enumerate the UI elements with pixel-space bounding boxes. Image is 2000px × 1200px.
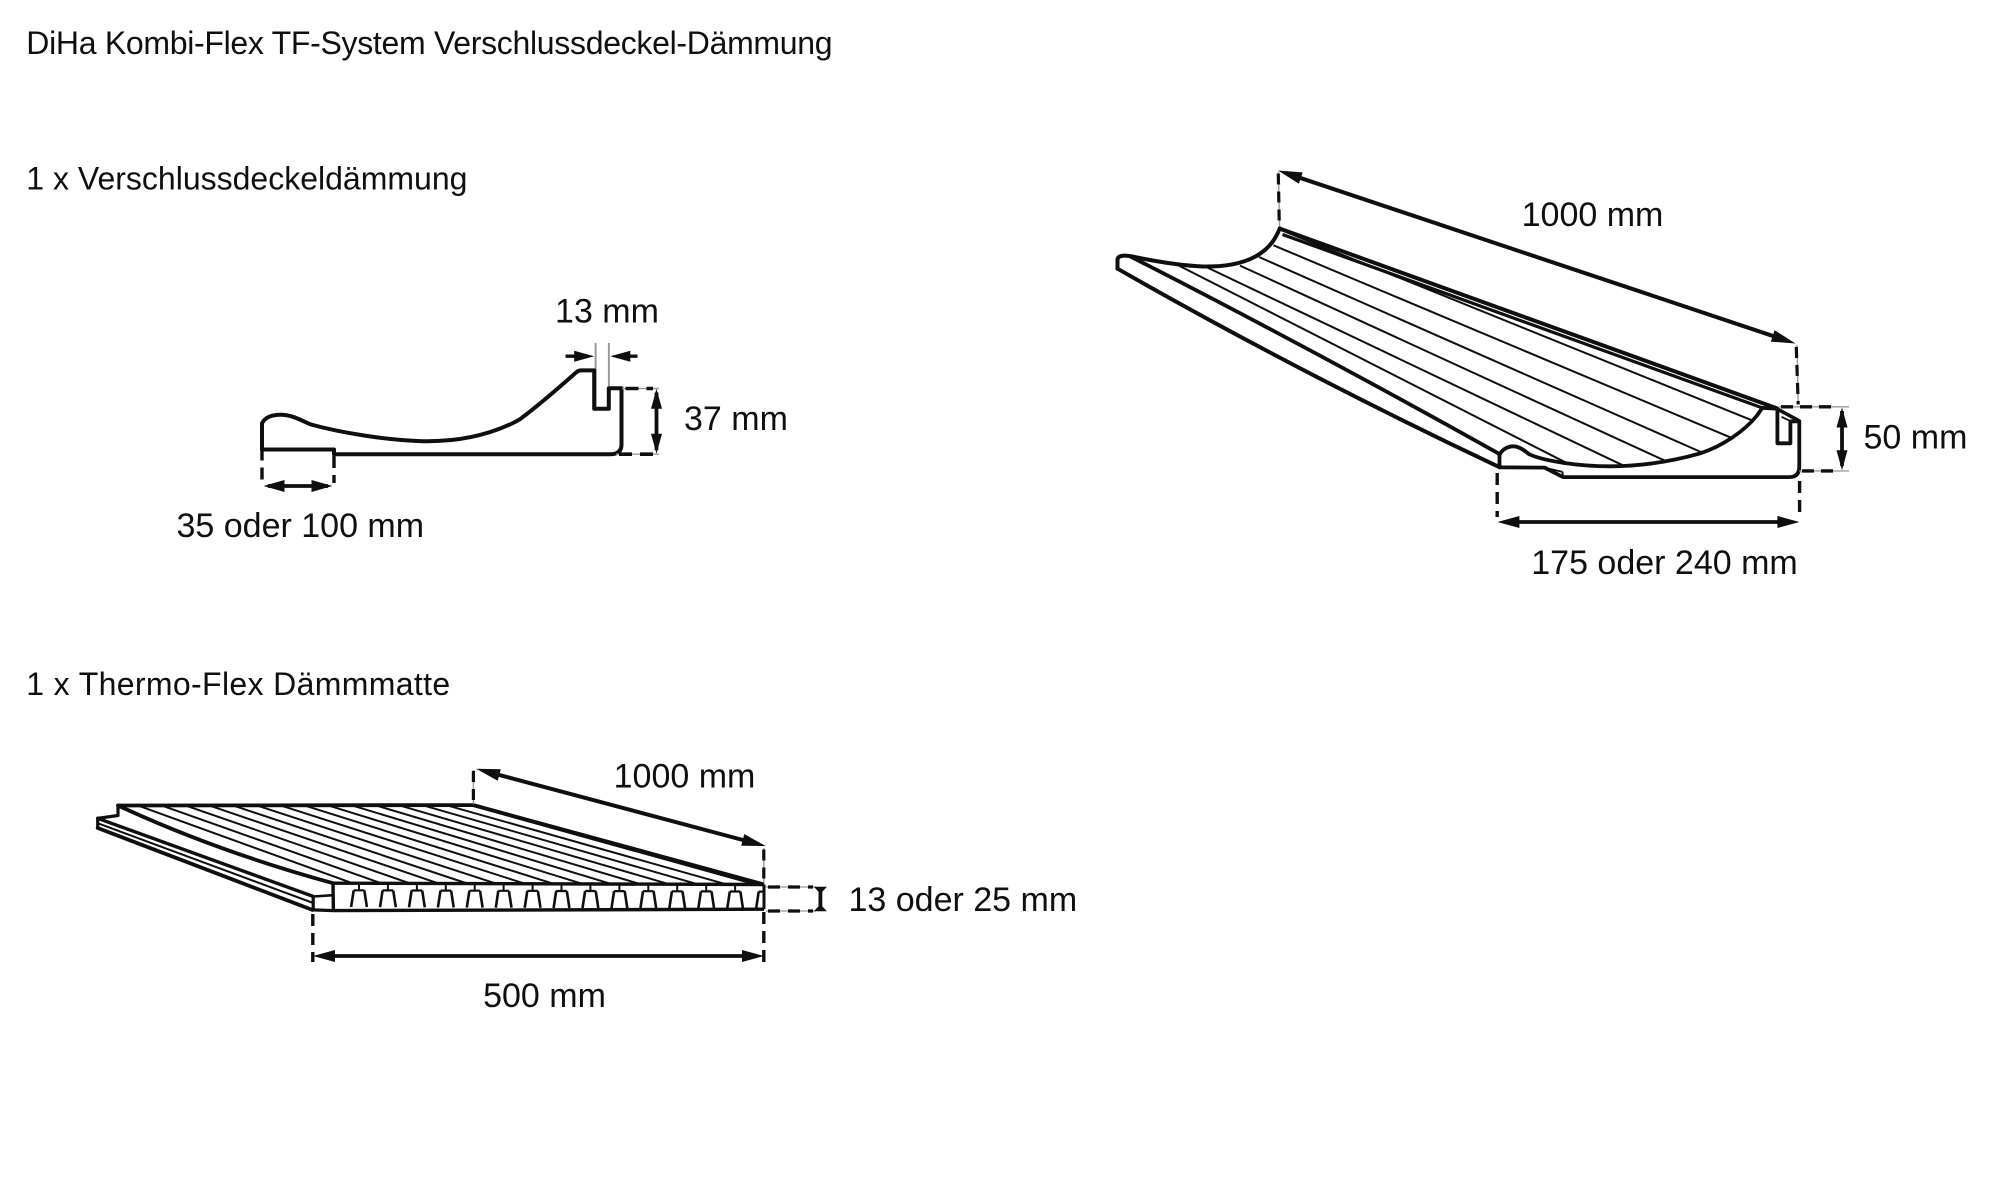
svg-text:13 oder 25 mm: 13 oder 25 mm xyxy=(849,881,1078,919)
svg-text:50 mm: 50 mm xyxy=(1864,419,1968,457)
svg-text:37 mm: 37 mm xyxy=(684,400,788,438)
svg-text:1000 mm: 1000 mm xyxy=(614,758,756,796)
svg-text:1000 mm: 1000 mm xyxy=(1522,196,1664,234)
svg-text:175 oder 240 mm: 175 oder 240 mm xyxy=(1531,544,1798,582)
svg-text:35 oder 100 mm: 35 oder 100 mm xyxy=(177,507,425,545)
svg-text:1 x Thermo-Flex Dämmmatte: 1 x Thermo-Flex Dämmmatte xyxy=(26,666,450,702)
svg-text:500 mm: 500 mm xyxy=(483,977,606,1015)
svg-text:1 x Verschlussdeckeldämmung: 1 x Verschlussdeckeldämmung xyxy=(26,161,467,197)
svg-text:DiHa Kombi-Flex TF-System Vers: DiHa Kombi-Flex TF-System Verschlussdeck… xyxy=(26,25,832,61)
svg-text:13 mm: 13 mm xyxy=(555,293,659,331)
